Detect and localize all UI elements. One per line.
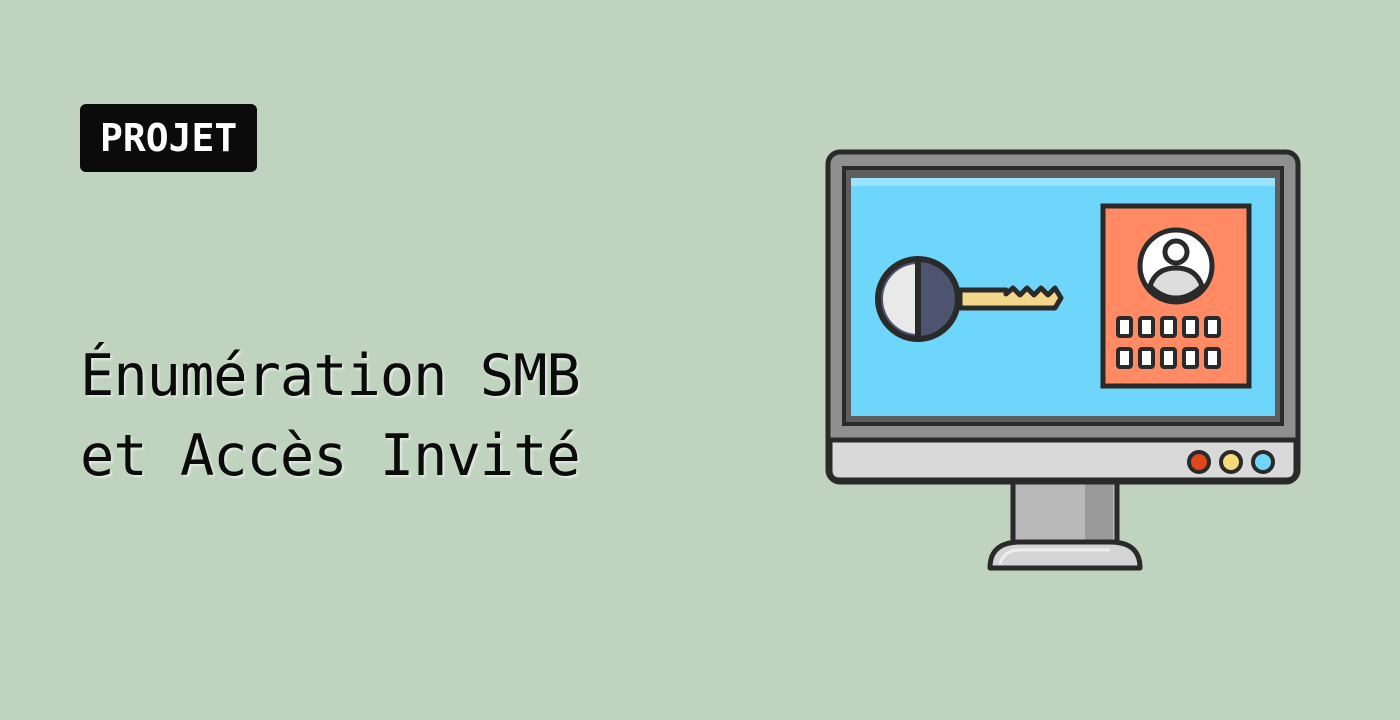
monitor-illustration: [825, 149, 1301, 571]
led-yellow-icon: [1219, 450, 1243, 474]
page-title: Énumération SMB et Accès Invité: [80, 336, 720, 496]
keypad-icon: [1116, 316, 1221, 369]
user-id-card-icon: [1100, 203, 1252, 389]
title-line-2: et Accès Invité: [80, 423, 581, 489]
title-line-1: Énumération SMB: [80, 343, 581, 409]
led-blue-icon: [1251, 450, 1275, 474]
key-icon: [875, 256, 1064, 342]
category-badge: PROJET: [80, 104, 258, 172]
led-red-icon: [1187, 450, 1211, 474]
